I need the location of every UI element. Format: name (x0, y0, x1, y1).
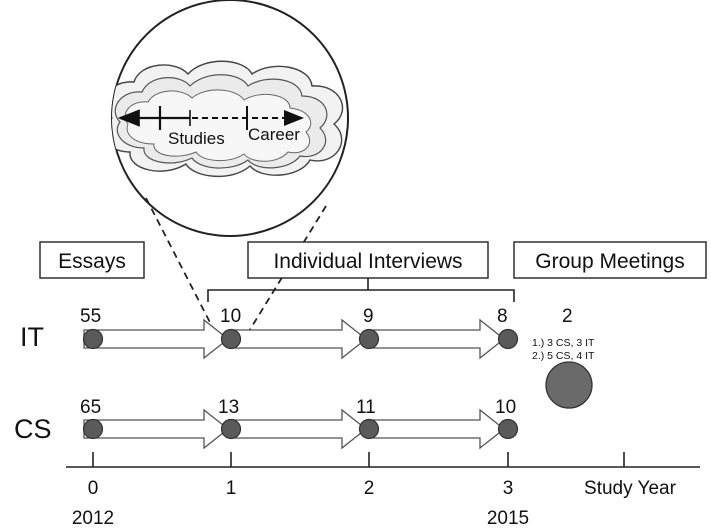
it-arrow-2 (231, 318, 368, 360)
essays-box: Essays (39, 241, 145, 279)
cs-count-0: 65 (80, 397, 101, 418)
it-arrow-1 (83, 318, 230, 360)
it-count-3: 8 (497, 306, 508, 327)
studies-label: Studies (168, 129, 225, 148)
interviews-bracket (207, 289, 515, 302)
career-label: Career (248, 125, 300, 144)
cs-count-3: 10 (495, 397, 516, 418)
cs-dot-3 (497, 418, 519, 440)
year-end-label: 2015 (487, 508, 529, 529)
study-year-axis: 0 1 2 3 Study Year 2012 2015 (66, 452, 700, 529)
axis-label-3: 3 (503, 478, 514, 499)
group-meetings-label: Group Meetings (535, 250, 684, 273)
group-line-1: 1.) 3 CS, 3 IT (532, 337, 595, 349)
cs-count-1: 13 (218, 397, 239, 418)
row-it: IT 55 10 9 8 (20, 306, 519, 360)
row-cs: CS 65 13 11 10 (14, 397, 519, 450)
axis-label-1: 1 (226, 478, 237, 499)
group-count: 2 (562, 306, 573, 327)
essays-label: Essays (58, 250, 126, 273)
cs-dot-2 (358, 418, 380, 440)
group-meetings: 2 1.) 3 CS, 3 IT 2.) 5 CS, 4 IT (532, 306, 595, 409)
cs-arrow-1 (83, 408, 230, 450)
it-dot-3 (497, 328, 519, 350)
cs-dot-0 (82, 418, 104, 440)
group-line-2: 2.) 5 CS, 4 IT (532, 350, 595, 362)
it-count-2: 9 (363, 306, 374, 327)
zoom-leader-left (145, 197, 219, 339)
it-dot-2 (358, 328, 380, 350)
cs-arrow-3 (369, 408, 506, 450)
it-dot-0 (82, 328, 104, 350)
cloud-shape (112, 60, 344, 178)
row-label-cs: CS (14, 414, 52, 444)
interviews-label: Individual Interviews (273, 250, 462, 273)
it-dot-1 (220, 328, 242, 350)
it-count-1: 10 (220, 306, 241, 327)
it-arrow-3 (369, 318, 506, 360)
group-meeting-circle (545, 361, 593, 409)
row-label-it: IT (20, 322, 44, 352)
cs-arrow-2 (231, 408, 368, 450)
axis-label-2: 2 (364, 478, 375, 499)
group-meetings-box: Group Meetings (513, 241, 707, 279)
interviews-box: Individual Interviews (247, 241, 489, 279)
year-start-label: 2012 (72, 508, 114, 529)
it-count-0: 55 (80, 306, 101, 327)
axis-label-0: 0 (88, 478, 99, 499)
cs-count-2: 11 (356, 397, 376, 418)
cs-dot-1 (220, 418, 242, 440)
axis-title: Study Year (584, 478, 677, 499)
zoom-callout: Studies Career (111, 0, 349, 237)
